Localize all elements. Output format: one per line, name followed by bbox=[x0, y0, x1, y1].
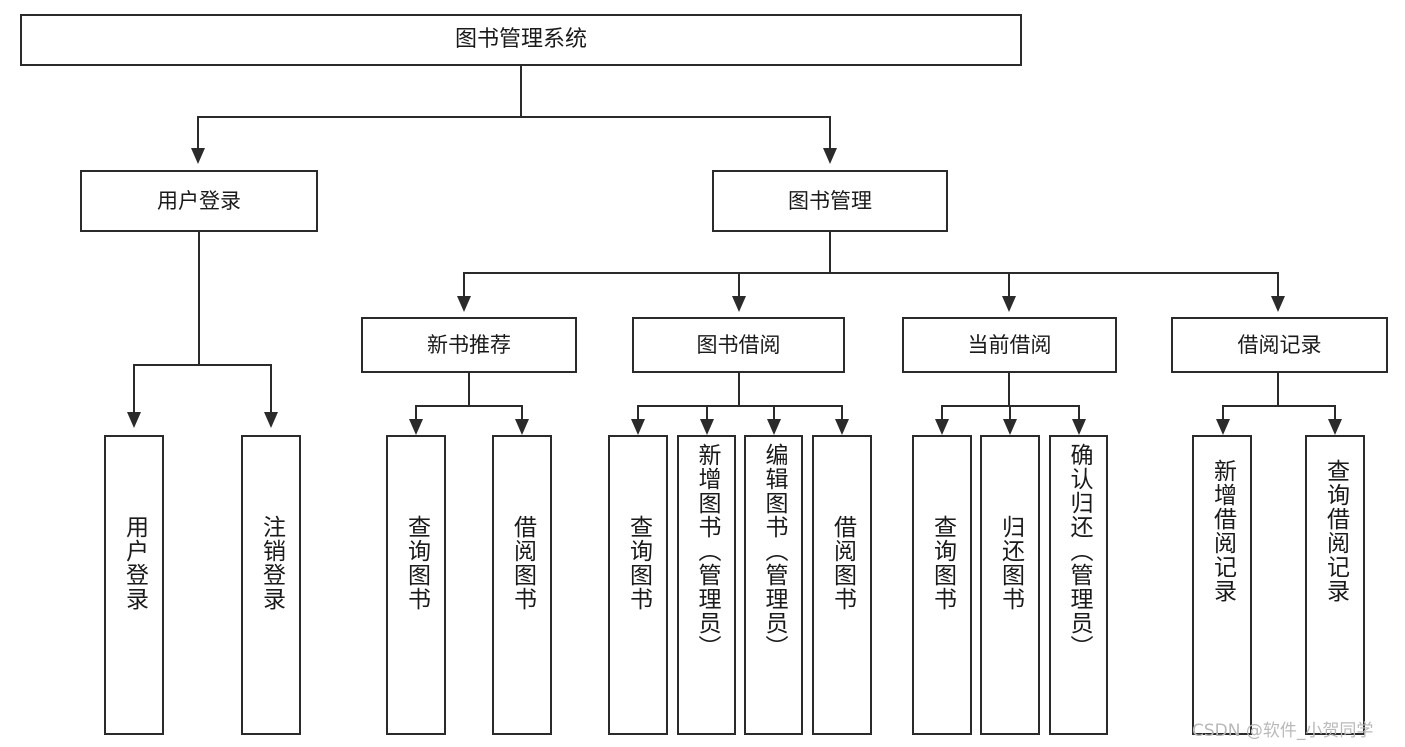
node-borrow-record[interactable]: 借阅记录 bbox=[1171, 317, 1388, 373]
node-label: 借阅记录 bbox=[1237, 332, 1322, 357]
arrow-current-borrow bbox=[1002, 296, 1016, 312]
connector-book-manage-stem bbox=[829, 232, 831, 273]
arrow-book-manage bbox=[823, 148, 837, 164]
node-leaf-return-book[interactable]: 归还图书 bbox=[980, 435, 1040, 735]
connector-book-borrow-stem bbox=[738, 373, 740, 406]
node-root-system[interactable]: 图书管理系统 bbox=[20, 14, 1022, 66]
node-leaf-query-book-3[interactable]: 查询图书 bbox=[912, 435, 972, 735]
arrow-query-book-1 bbox=[409, 419, 423, 435]
connector-drop-query-record bbox=[1334, 405, 1336, 421]
arrow-borrow-book-1 bbox=[515, 419, 529, 435]
connector-new-book-stem bbox=[468, 373, 470, 406]
node-label: 用户登录 bbox=[157, 188, 241, 213]
node-label: 用户登录 bbox=[121, 515, 148, 611]
node-leaf-user-login[interactable]: 用户登录 bbox=[104, 435, 164, 735]
connector-drop-borrow-book-2 bbox=[841, 405, 843, 421]
arrow-query-book-3 bbox=[935, 419, 949, 435]
arrow-confirm-return bbox=[1072, 419, 1086, 435]
arrow-query-record bbox=[1328, 419, 1342, 435]
node-label: 归还图书 bbox=[997, 515, 1024, 611]
node-label: 当前借阅 bbox=[967, 332, 1052, 357]
watermark-text: CSDN @软件_小贺同学 bbox=[1192, 721, 1374, 741]
connector-drop-query-book-1 bbox=[415, 405, 417, 421]
node-label: 借阅图书 bbox=[509, 515, 536, 611]
connector-book-borrow-bar bbox=[637, 405, 842, 407]
arrow-new-book-recommend bbox=[457, 296, 471, 312]
connector-drop-book-borrow bbox=[738, 272, 740, 298]
connector-borrow-record-stem bbox=[1277, 373, 1279, 406]
node-label: 查询图书 bbox=[403, 515, 430, 611]
connector-drop-borrow-record bbox=[1277, 272, 1279, 298]
connector-drop-confirm-return bbox=[1078, 405, 1080, 421]
node-label: 编辑图书（管理员） bbox=[761, 443, 787, 659]
connector-level3-bar bbox=[463, 272, 1278, 274]
node-user-login[interactable]: 用户登录 bbox=[80, 170, 318, 232]
connector-root-stem bbox=[520, 66, 522, 117]
connector-current-borrow-stem bbox=[1008, 373, 1010, 406]
node-leaf-borrow-book-2[interactable]: 借阅图书 bbox=[812, 435, 872, 735]
node-leaf-edit-book[interactable]: 编辑图书（管理员） bbox=[744, 435, 803, 735]
node-label: 查询借阅记录 bbox=[1322, 459, 1349, 603]
node-leaf-confirm-return[interactable]: 确认归还（管理员） bbox=[1049, 435, 1108, 735]
node-label: 新增借阅记录 bbox=[1209, 459, 1236, 603]
connector-level2-bar bbox=[197, 116, 831, 118]
arrow-edit-book bbox=[767, 419, 781, 435]
connector-drop-add-book bbox=[706, 405, 708, 421]
node-label: 注销登录 bbox=[258, 515, 285, 611]
arrow-add-record bbox=[1216, 419, 1230, 435]
node-label: 新书推荐 bbox=[427, 332, 511, 357]
connector-drop-new-book bbox=[463, 272, 465, 298]
arrow-query-book-2 bbox=[631, 419, 645, 435]
node-label: 图书借阅 bbox=[696, 332, 781, 357]
node-label: 新增图书（管理员） bbox=[694, 443, 720, 659]
node-leaf-query-book-2[interactable]: 查询图书 bbox=[608, 435, 668, 735]
arrow-user-login bbox=[191, 148, 205, 164]
node-label: 图书管理 bbox=[788, 188, 872, 213]
connector-user-login-stem bbox=[198, 232, 200, 365]
arrow-leaf-user-login bbox=[127, 412, 141, 428]
arrow-borrow-record bbox=[1271, 296, 1285, 312]
node-leaf-query-book-1[interactable]: 查询图书 bbox=[386, 435, 446, 735]
connector-drop-add-record bbox=[1222, 405, 1224, 421]
node-new-book-recommend[interactable]: 新书推荐 bbox=[361, 317, 577, 373]
connector-drop-leaf-user-login bbox=[133, 364, 135, 414]
arrow-borrow-book-2 bbox=[835, 419, 849, 435]
connector-drop-query-book-3 bbox=[941, 405, 943, 421]
node-leaf-add-record[interactable]: 新增借阅记录 bbox=[1192, 435, 1252, 735]
connector-drop-query-book-2 bbox=[637, 405, 639, 421]
connector-borrow-record-bar bbox=[1222, 405, 1336, 407]
node-label: 确认归还（管理员） bbox=[1066, 443, 1092, 659]
arrow-leaf-logout bbox=[264, 412, 278, 428]
node-label: 查询图书 bbox=[625, 515, 652, 611]
connector-drop-return-book bbox=[1009, 405, 1011, 421]
connector-drop-borrow-book-1 bbox=[521, 405, 523, 421]
node-leaf-borrow-book-1[interactable]: 借阅图书 bbox=[492, 435, 552, 735]
connector-new-book-bar bbox=[415, 405, 523, 407]
node-book-manage[interactable]: 图书管理 bbox=[712, 170, 948, 232]
connector-user-login-bar bbox=[133, 364, 270, 366]
connector-drop-leaf-logout bbox=[270, 364, 272, 414]
node-book-borrow[interactable]: 图书借阅 bbox=[632, 317, 845, 373]
connector-drop-edit-book bbox=[773, 405, 775, 421]
node-current-borrow[interactable]: 当前借阅 bbox=[902, 317, 1117, 373]
node-leaf-query-record[interactable]: 查询借阅记录 bbox=[1305, 435, 1365, 735]
connector-drop-book-manage bbox=[829, 116, 831, 150]
node-label: 图书管理系统 bbox=[454, 27, 587, 53]
node-label: 借阅图书 bbox=[829, 515, 856, 611]
node-label: 查询图书 bbox=[929, 515, 956, 611]
node-leaf-logout[interactable]: 注销登录 bbox=[241, 435, 301, 735]
arrow-add-book bbox=[700, 419, 714, 435]
arrow-book-borrow bbox=[732, 296, 746, 312]
connector-drop-current-borrow bbox=[1008, 272, 1010, 298]
connector-drop-user-login bbox=[197, 116, 199, 150]
arrow-return-book bbox=[1003, 419, 1017, 435]
node-leaf-add-book[interactable]: 新增图书（管理员） bbox=[677, 435, 736, 735]
